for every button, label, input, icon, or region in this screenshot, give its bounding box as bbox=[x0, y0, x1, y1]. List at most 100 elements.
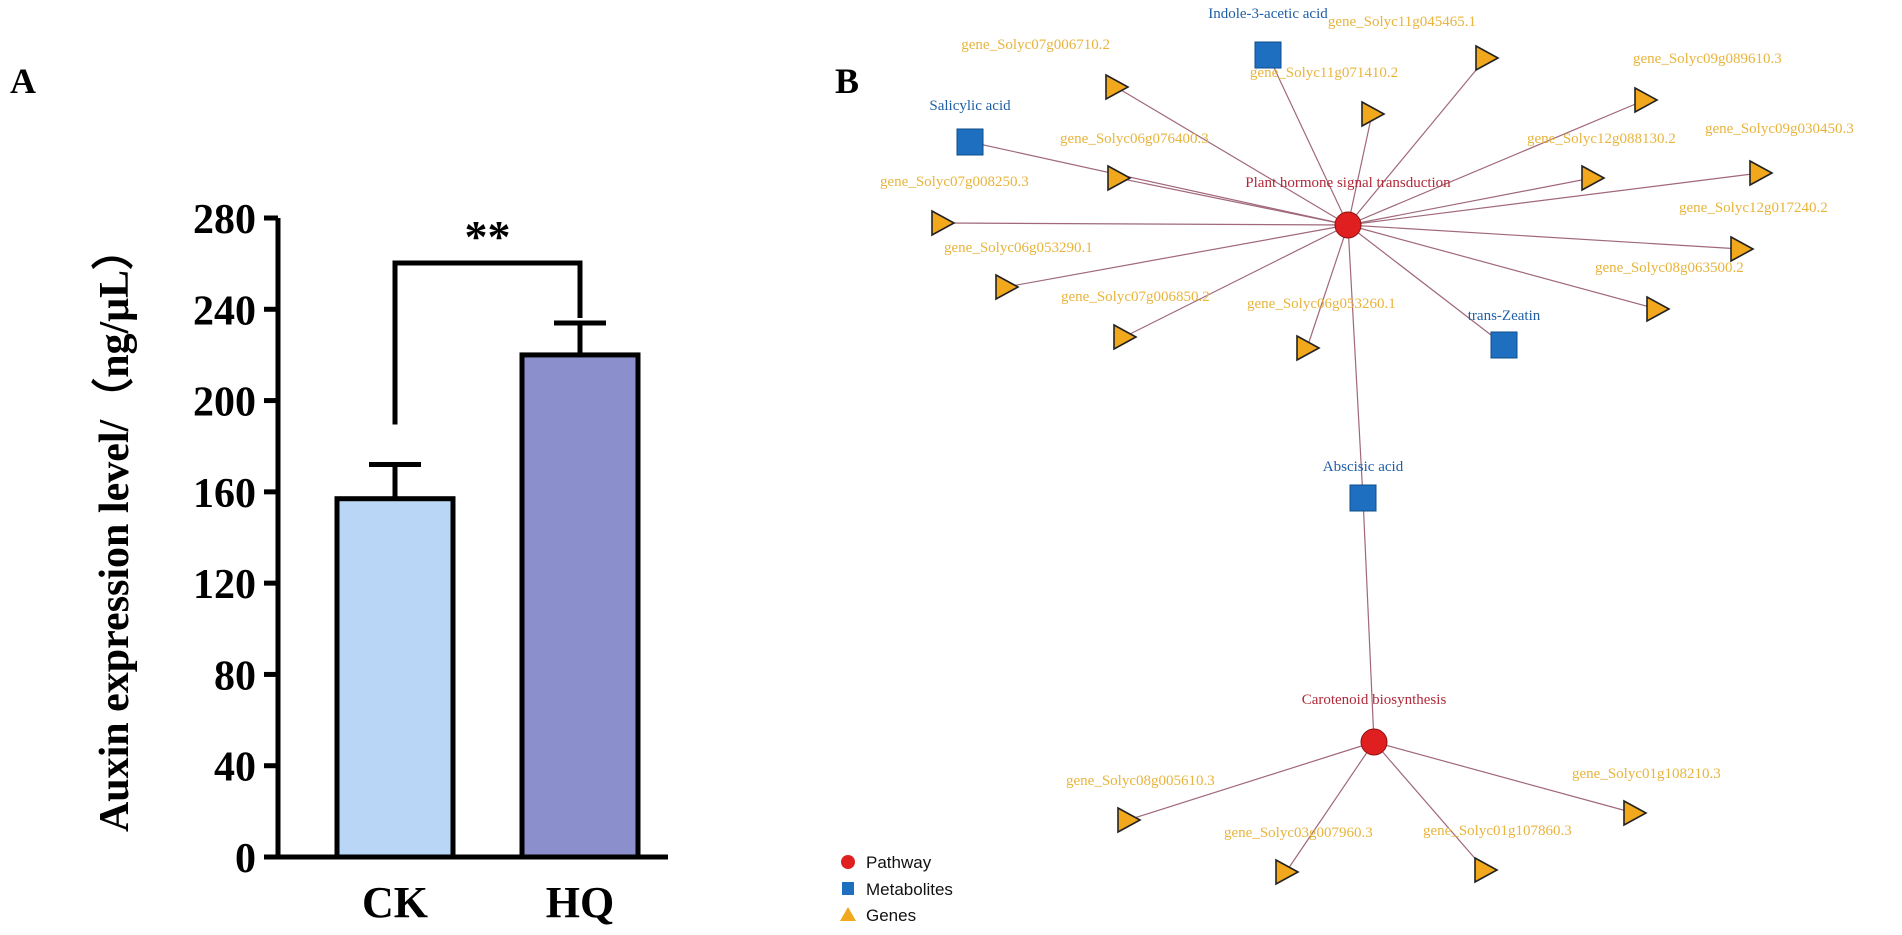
edge bbox=[1117, 177, 1349, 226]
gene-node bbox=[1275, 858, 1300, 886]
gene-node bbox=[1474, 856, 1499, 884]
gene-label: gene_Solyc01g107860.3 bbox=[1423, 823, 1572, 839]
y-tick-label: 40 bbox=[214, 745, 256, 791]
metabolite-node bbox=[1490, 331, 1518, 359]
edge bbox=[1373, 741, 1635, 814]
gene-label: gene_Solyc06g053260.1 bbox=[1247, 296, 1396, 312]
edge bbox=[1362, 497, 1375, 743]
x-tick-label: CK bbox=[362, 878, 428, 927]
bracket-line bbox=[392, 260, 583, 425]
metabolite-node bbox=[1349, 484, 1377, 512]
gene-label: gene_Solyc11g071410.2 bbox=[1250, 65, 1398, 81]
bar-hq bbox=[519, 352, 641, 860]
y-axis-label: Auxin expression level/（ng/μL） bbox=[91, 228, 138, 832]
metabolite-label: Indole-3-acetic acid bbox=[1208, 6, 1328, 22]
legend-gene-icon bbox=[840, 907, 856, 921]
gene-label: gene_Solyc03g007960.3 bbox=[1224, 825, 1373, 841]
gene-label: gene_Solyc12g017240.2 bbox=[1679, 200, 1828, 216]
metabolite-label: Salicylic acid bbox=[929, 98, 1011, 114]
significance-bracket: ** bbox=[392, 211, 583, 425]
x-tick-label: HQ bbox=[546, 878, 614, 927]
legend-label: Genes bbox=[866, 906, 916, 925]
gene-label: gene_Solyc07g008250.3 bbox=[880, 174, 1029, 190]
gene-label: gene_Solyc07g006710.2 bbox=[961, 37, 1110, 53]
gene-node bbox=[1749, 159, 1774, 187]
metabolite-node bbox=[1254, 41, 1282, 69]
gene-node bbox=[1634, 86, 1659, 114]
edge bbox=[969, 141, 1349, 226]
bars bbox=[334, 320, 641, 860]
y-tick-label: 240 bbox=[193, 288, 256, 334]
y-tick-label: 280 bbox=[193, 197, 256, 243]
pathway-node bbox=[1360, 728, 1388, 756]
edge bbox=[1347, 177, 1593, 226]
gene-label: gene_Solyc08g063500.2 bbox=[1595, 260, 1744, 276]
bar-chart-panel: A Auxin expression level/（ng/μL） 0 40 80 12… bbox=[10, 61, 668, 927]
metabolite-label: Abscisic acid bbox=[1323, 459, 1404, 475]
gene-node bbox=[931, 209, 956, 237]
legend-metabolite-icon bbox=[842, 882, 854, 895]
legend-label: Pathway bbox=[866, 853, 932, 872]
gene-node bbox=[1581, 164, 1606, 192]
edge bbox=[1347, 99, 1646, 226]
edge bbox=[1115, 86, 1349, 226]
edge bbox=[1285, 741, 1375, 873]
pathway-label: Carotenoid biosynthesis bbox=[1302, 692, 1447, 708]
network-node-labels: Plant hormone signal transductionCaroten… bbox=[880, 6, 1854, 841]
edge bbox=[1347, 224, 1364, 499]
pathway-label: Plant hormone signal transduction bbox=[1245, 175, 1451, 191]
gene-node bbox=[1105, 73, 1130, 101]
edge bbox=[1373, 741, 1486, 871]
gene-node bbox=[995, 273, 1020, 301]
gene-label: gene_Solyc09g030450.3 bbox=[1705, 121, 1854, 137]
edge bbox=[1347, 113, 1373, 226]
edge bbox=[1267, 54, 1349, 226]
gene-label: gene_Solyc08g005610.3 bbox=[1066, 773, 1215, 789]
gene-node bbox=[1117, 806, 1142, 834]
gene-node bbox=[1475, 44, 1500, 72]
y-tick-label: 0 bbox=[235, 836, 256, 882]
edge bbox=[1123, 224, 1349, 338]
gene-node bbox=[1730, 235, 1755, 263]
gene-node bbox=[1646, 295, 1671, 323]
panel-b-label: B bbox=[835, 61, 859, 101]
y-axis: 0 40 80 120 160 200 240 280 bbox=[193, 197, 668, 882]
gene-node bbox=[1107, 164, 1132, 192]
y-tick-label: 200 bbox=[193, 380, 256, 426]
y-tick-label: 80 bbox=[214, 653, 256, 699]
metabolite-label: trans-Zeatin bbox=[1468, 308, 1541, 324]
y-tick-label: 120 bbox=[193, 562, 256, 608]
edge bbox=[1347, 224, 1658, 310]
edge bbox=[941, 222, 1349, 226]
gene-label: gene_Solyc12g088130.2 bbox=[1527, 131, 1676, 147]
panel-a-label: A bbox=[10, 61, 36, 101]
edge bbox=[1005, 224, 1349, 288]
edge bbox=[1347, 224, 1742, 250]
gene-label: gene_Solyc09g089610.3 bbox=[1633, 51, 1782, 67]
edge bbox=[1127, 741, 1375, 821]
gene-label: gene_Solyc06g053290.1 bbox=[944, 240, 1093, 256]
edge bbox=[1347, 224, 1505, 346]
network-nodes bbox=[931, 41, 1774, 886]
edge bbox=[1347, 172, 1761, 226]
gene-label: gene_Solyc06g076400.3 bbox=[1060, 131, 1209, 147]
metabolite-node bbox=[956, 128, 984, 156]
legend-label: Metabolites bbox=[866, 880, 953, 899]
gene-label: gene_Solyc07g006850.2 bbox=[1061, 289, 1210, 305]
y-tick-label: 160 bbox=[193, 471, 256, 517]
bar-ck bbox=[334, 496, 456, 860]
network-panel: B Plant hormone signal transductionCarot… bbox=[835, 6, 1854, 925]
network-edges bbox=[941, 54, 1761, 873]
pathway-node bbox=[1334, 211, 1362, 239]
gene-node bbox=[1361, 100, 1386, 128]
x-axis-ticks: CK HQ bbox=[362, 878, 614, 927]
gene-label: gene_Solyc01g108210.3 bbox=[1572, 766, 1721, 782]
edge bbox=[1306, 224, 1349, 349]
edge bbox=[1347, 57, 1487, 226]
gene-node bbox=[1113, 323, 1138, 351]
gene-node bbox=[1296, 334, 1321, 362]
significance-label: ** bbox=[465, 211, 511, 262]
gene-label: gene_Solyc11g045465.1 bbox=[1328, 14, 1476, 30]
